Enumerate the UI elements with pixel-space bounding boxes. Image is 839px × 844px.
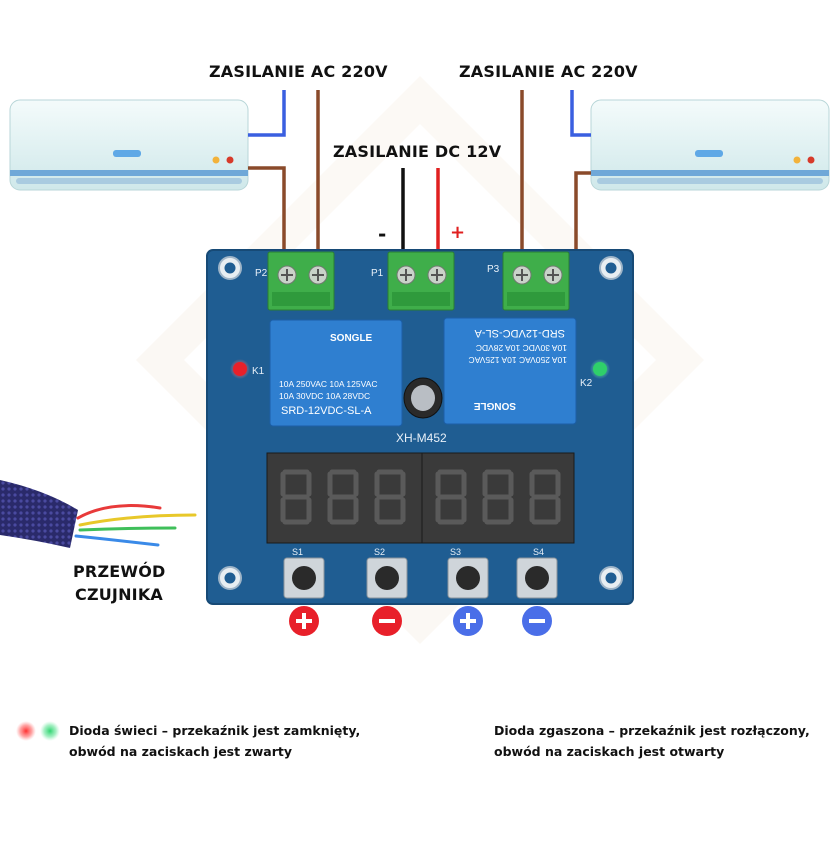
relay-left-brand: SONGLE [330, 333, 373, 344]
led-k2: K2 [580, 359, 610, 389]
pushbutton-s3-label: S3 [450, 547, 461, 557]
terminal-label-p3: P3 [487, 264, 500, 275]
terminal-block-p3 [502, 251, 570, 311]
label-sensor-line2: CZUJNIKA [75, 585, 164, 604]
relay-right-brand: SONGLE [473, 400, 516, 411]
board-model: XH-M452 [396, 431, 447, 445]
air-conditioner-right [590, 99, 830, 191]
dc-minus-sign: - [378, 222, 387, 246]
label-sensor-line1: PRZEWÓD [73, 562, 166, 581]
led-k1-label: K1 [252, 366, 265, 377]
relay-left-rating-2: 10A 30VDC 10A 28VDC [279, 391, 370, 401]
relay-right-rating-2: 10A 30VDC 10A 28VDC [476, 343, 567, 353]
legend-led-on-line2: obwód na zaciskach jest zwarty [69, 744, 292, 759]
relay-right: SONGLE 10A 250VAC 10A 125VAC 10A 30VDC 1… [443, 317, 577, 425]
button-legend-minus-red [372, 606, 402, 636]
relay-left: SONGLE 10A 250VAC 10A 125VAC 10A 30VDC 1… [269, 319, 403, 427]
pushbutton-s1[interactable]: S1 [283, 547, 325, 599]
legend-led-off-line1: Dioda zgaszona – przekaźnik jest rozłącz… [494, 723, 810, 738]
pushbutton-s2-label: S2 [374, 547, 385, 557]
legend-led-off: Dioda zgaszona – przekaźnik jest rozłącz… [494, 720, 810, 762]
legend-led-on: Dioda świeci – przekaźnik jest zamknięty… [69, 720, 360, 762]
relay-right-model: SRD-12VDC-SL-A [474, 327, 565, 339]
label-ac-right: ZASILANIE AC 220V [459, 62, 638, 81]
display-left [266, 452, 423, 544]
relay-left-rating-1: 10A 250VAC 10A 125VAC [279, 379, 377, 389]
label-ac-left: ZASILANIE AC 220V [209, 62, 388, 81]
dc-plus-sign: + [450, 222, 466, 243]
button-legend-plus-red [289, 606, 319, 636]
led-k2-label: K2 [580, 378, 593, 389]
pushbutton-s3[interactable]: S3 [447, 547, 489, 599]
air-conditioner-left [9, 99, 249, 191]
terminal-label-p1: P1 [371, 268, 384, 279]
legend-led-on-line1: Dioda świeci – przekaźnik jest zamknięty… [69, 723, 361, 738]
button-legend-minus-blue [522, 606, 552, 636]
label-dc: ZASILANIE DC 12V [333, 142, 502, 161]
terminal-block-p2 [267, 251, 335, 311]
terminal-block-p1 [387, 251, 455, 311]
wires [248, 90, 591, 252]
legend-led-red-icon [16, 721, 36, 741]
led-k1: K1 [230, 359, 265, 379]
pushbutton-s2[interactable]: S2 [366, 547, 408, 599]
button-legend-plus-blue [453, 606, 483, 636]
terminal-label-p2: P2 [255, 268, 268, 279]
pushbutton-s4-label: S4 [533, 547, 544, 557]
capacitor [403, 377, 443, 419]
relay-left-model: SRD-12VDC-SL-A [281, 405, 372, 417]
legend-led-off-line2: obwód na zaciskach jest otwarty [494, 744, 725, 759]
sensor-cable [0, 480, 197, 548]
pushbutton-s1-label: S1 [292, 547, 303, 557]
legend-led-green-icon [40, 721, 60, 741]
display-right [421, 452, 575, 544]
relay-right-rating-1: 10A 250VAC 10A 125VAC [469, 355, 567, 365]
pushbutton-s4[interactable]: S4 [516, 547, 558, 599]
